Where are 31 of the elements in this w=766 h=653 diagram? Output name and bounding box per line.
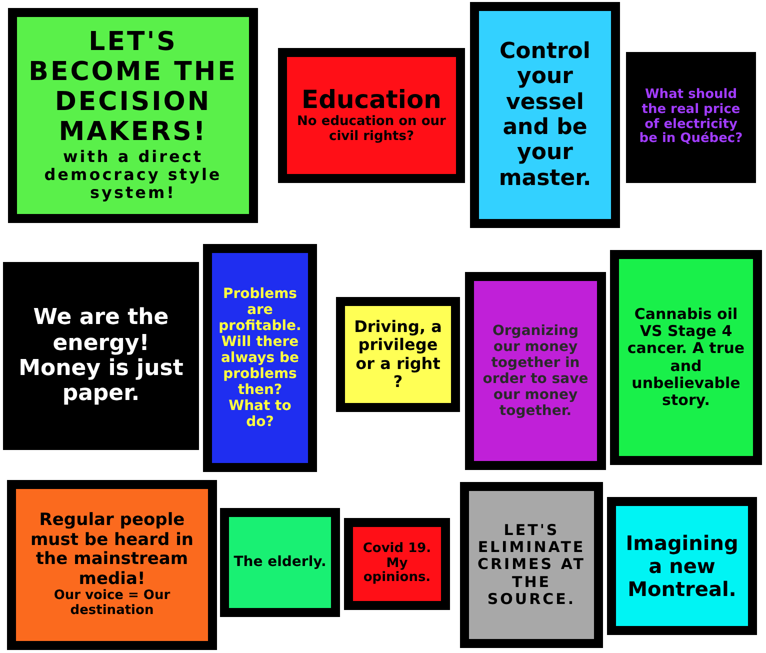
text-card: [7, 480, 217, 650]
text-card: [607, 497, 757, 635]
text-card: [460, 482, 603, 648]
card-heading: Problems are profitable. Will there always be problems then? What to do?: [218, 286, 302, 430]
text-card: [203, 244, 317, 472]
card-heading: Cannabis oil VS Stage 4 cancer. A true and unbelievable story.: [626, 306, 746, 410]
text-card: [470, 2, 620, 228]
card-heading: Covid 19. My opinions.: [362, 542, 432, 586]
text-card: [344, 518, 450, 610]
card-heading: Driving, a privilege or a right ?: [353, 318, 443, 392]
card-heading: Control your vessel and be your master.: [498, 39, 592, 191]
card-subtext: No education on our civil rights?: [296, 114, 447, 145]
text-card: [336, 297, 460, 412]
card-heading: Imagining a new Montreal.: [624, 532, 740, 600]
text-card: [626, 52, 756, 183]
card-heading: Education: [302, 86, 442, 115]
card-heading: LET'S BECOME THE DECISION MAKERS!: [28, 28, 238, 148]
card-subtext: Our voice = Our destination: [52, 589, 172, 620]
text-card: [220, 508, 340, 617]
card-heading: Organizing our money together in order to save our money together.: [482, 322, 590, 420]
text-card: [610, 250, 762, 465]
text-card: [8, 8, 258, 223]
card-heading: What should the real price of electricity be in Québec?: [639, 88, 743, 148]
card-heading: Regular people must be heard in the mainstream media!: [29, 510, 195, 589]
text-card: [3, 262, 199, 450]
card-heading: The elderly.: [234, 554, 326, 571]
text-card: [278, 48, 465, 183]
card-subtext: with a direct democracy style system!: [43, 148, 223, 203]
text-card: [465, 272, 606, 470]
card-heading: We are the energy! Money is just paper.: [18, 305, 184, 407]
card-heading: LET'S ELIMINATE CRIMES AT THE SOURCE.: [476, 522, 586, 608]
